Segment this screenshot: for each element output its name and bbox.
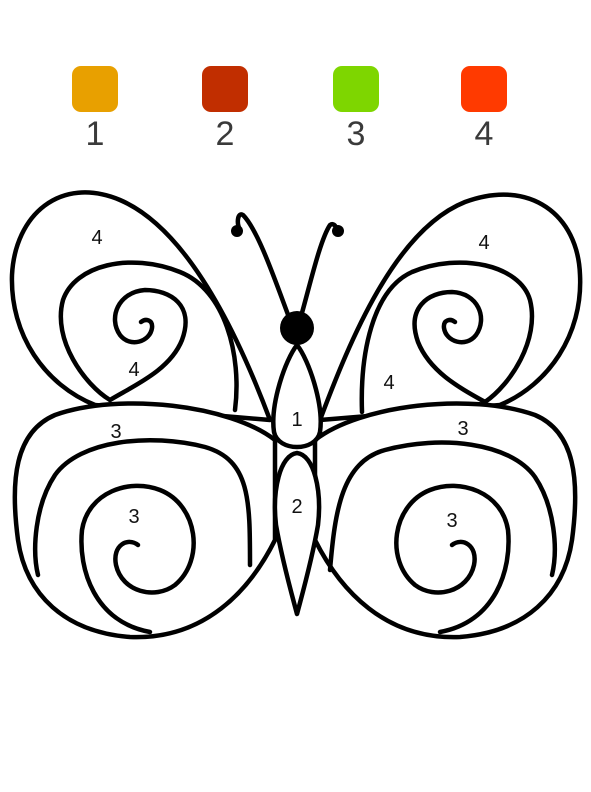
- label-upper-left-outer: 4: [91, 227, 102, 249]
- upper-left-wing-curl: [107, 287, 188, 403]
- color-number-1: 1: [85, 115, 105, 153]
- upper-right-wing-curl: [412, 289, 488, 405]
- upper-right-wing[interactable]: [317, 192, 583, 423]
- label-upper-left-inner: 4: [128, 359, 139, 381]
- left-antenna: [235, 212, 293, 323]
- label-lower-left-outer: 3: [110, 421, 121, 443]
- left-antenna-tip: [231, 225, 243, 237]
- right-antenna-tip: [332, 225, 344, 237]
- lower-left-wing[interactable]: [12, 401, 278, 640]
- lower-right-wing-curl: [394, 483, 511, 635]
- color-swatch-3[interactable]: [333, 66, 379, 112]
- palette-entry-4[interactable]: 4: [454, 66, 514, 156]
- label-lower-left-inner: 3: [128, 506, 139, 528]
- color-swatch-4[interactable]: [461, 66, 507, 112]
- palette-entry-1[interactable]: 1: [65, 66, 125, 156]
- label-body-thorax: 1: [291, 409, 302, 431]
- upper-right-wing-spiral: [359, 260, 535, 415]
- body-abdomen[interactable]: [272, 450, 322, 617]
- lower-left-wing-spiral: [33, 438, 253, 578]
- lower-right-wing-spiral: [327, 440, 557, 578]
- color-number-3: 3: [346, 115, 366, 153]
- upper-left-wing[interactable]: [9, 190, 273, 423]
- color-swatch-1[interactable]: [72, 66, 118, 112]
- label-upper-right-outer: 4: [478, 232, 489, 254]
- palette-entry-3[interactable]: 3: [326, 66, 386, 156]
- upper-left-wing-spiral: [58, 260, 239, 413]
- label-lower-right-inner: 3: [446, 510, 457, 532]
- label-body-abdomen: 2: [291, 496, 302, 518]
- body-thorax[interactable]: [271, 342, 323, 450]
- label-lower-right-outer: 3: [457, 418, 468, 440]
- palette-entry-2[interactable]: 2: [195, 66, 255, 156]
- lower-right-wing[interactable]: [312, 401, 578, 640]
- color-number-2: 2: [215, 115, 235, 153]
- color-palette: 1 2 3 4: [0, 0, 591, 160]
- lower-left-wing-curl: [79, 483, 196, 635]
- butterfly-head: [280, 311, 314, 345]
- label-upper-right-inner: 4: [383, 372, 394, 394]
- right-antenna: [297, 222, 339, 323]
- color-number-4: 4: [474, 115, 494, 153]
- color-swatch-2[interactable]: [202, 66, 248, 112]
